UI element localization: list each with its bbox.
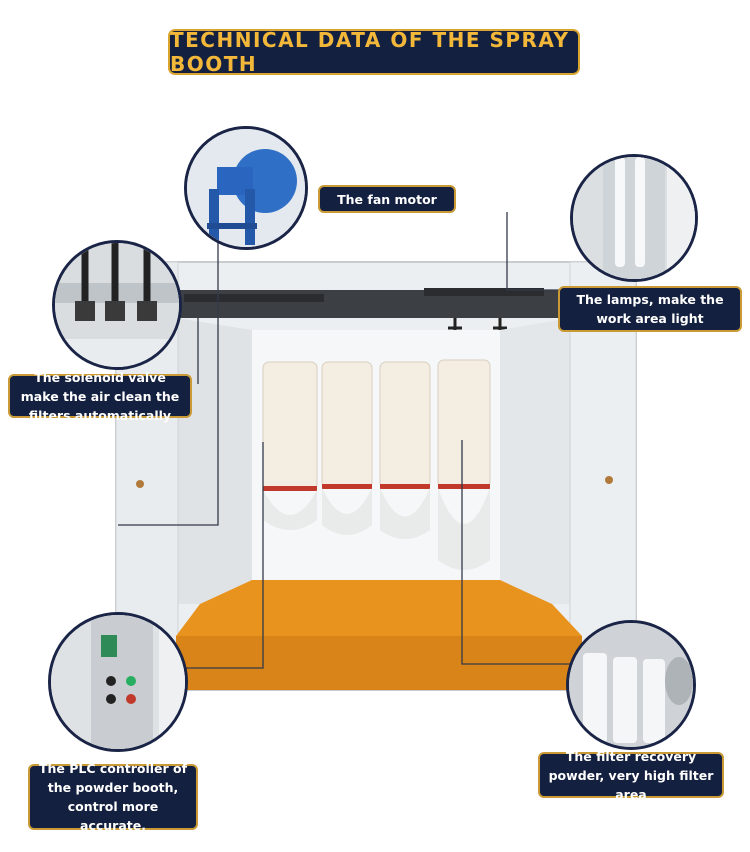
fan-motor-photo: [184, 126, 308, 250]
solenoid-valve-label: The solenoid valve make the air clean th…: [8, 370, 192, 423]
plc-controller-photo: [48, 612, 188, 752]
plc-controller-label: The PLC controller of the powder booth, …: [28, 761, 198, 833]
filter-label: The filter recovery powder, very high fi…: [538, 749, 724, 802]
fan-motor-label: The fan motor: [318, 185, 456, 213]
lamps-photo: [570, 154, 698, 282]
page-title: TECHNICAL DATA OF THE SPRAY BOOTH: [168, 28, 580, 76]
lamps-label: The lamps, make the work area light: [558, 286, 742, 332]
solenoid-valve-photo: [52, 240, 182, 370]
filter-photo: [566, 620, 696, 750]
